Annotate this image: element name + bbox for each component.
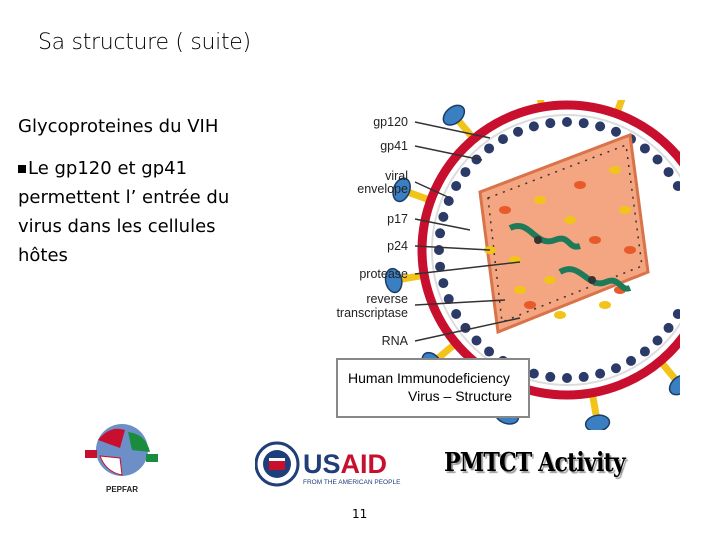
membrane-bead (528, 121, 539, 132)
p24-dot (544, 276, 556, 284)
p24-dot (554, 311, 566, 319)
label-p24: p24 (387, 239, 408, 253)
membrane-bead (484, 143, 495, 154)
membrane-bead (595, 121, 606, 132)
gp120-head (392, 177, 411, 203)
label-rna: RNA (382, 334, 409, 348)
membrane-bead (471, 335, 482, 346)
gp41-stem (536, 100, 545, 105)
membrane-bead (626, 355, 636, 366)
usaid-wordmark: USAID (303, 449, 387, 479)
membrane-bead (435, 228, 446, 239)
membrane-bead (652, 154, 663, 165)
gp41-stem (436, 342, 456, 361)
membrane-bead (639, 143, 650, 154)
caption-line-2: Virus – Structure (408, 388, 513, 404)
membrane-bead (435, 261, 446, 272)
p24-dot (599, 301, 611, 309)
membrane-bead (595, 368, 606, 379)
membrane-bead (545, 371, 556, 382)
pmtct-title: PMTCT Activity (444, 448, 626, 478)
membrane-bead (443, 196, 454, 207)
slide-title: Sa structure ( suite) (38, 30, 251, 55)
label-transcriptase: transcriptase (336, 306, 408, 320)
p24-dot (619, 206, 631, 214)
gp41-stem (659, 361, 678, 381)
gp120-head (668, 374, 680, 396)
p24-dot (524, 301, 536, 309)
p24-dot (589, 236, 601, 244)
membrane-bead (652, 335, 663, 346)
p24-dot (534, 196, 546, 204)
membrane-bead (438, 211, 449, 222)
membrane-bead (672, 181, 680, 191)
gp41-stem (407, 189, 430, 203)
membrane-bead (663, 167, 674, 178)
membrane-bead (451, 181, 462, 191)
bullet-text-content: Le gp120 et gp41 permettent l’ entrée du… (18, 158, 230, 266)
label-reverse: reverse (366, 292, 408, 306)
virus-illustration (384, 100, 680, 430)
p24-dot (499, 206, 511, 214)
p24-dot (609, 166, 621, 174)
membrane-bead (513, 126, 524, 137)
membrane-bead (578, 118, 589, 129)
caption-line-1: Human Immunodeficiency (348, 370, 510, 386)
bullet-icon (18, 165, 26, 173)
label-gp41: gp41 (380, 139, 408, 153)
membrane-bead (562, 373, 572, 383)
membrane-bead (578, 371, 589, 382)
pepfar-text: PEPFAR (106, 485, 138, 494)
membrane-bead (438, 278, 449, 289)
label-gp120: gp120 (373, 115, 408, 129)
label-p17: p17 (387, 212, 408, 226)
gp41-stem (400, 272, 422, 283)
membrane-bead (498, 134, 508, 145)
membrane-bead (663, 322, 674, 333)
usaid-logo: USAID FROM THE AMERICAN PEOPLE (254, 440, 405, 493)
gp41-stem (589, 395, 600, 417)
membrane-bead (610, 363, 621, 374)
membrane-bead (672, 309, 680, 319)
membrane-bead (484, 346, 495, 357)
gp41-stem (614, 100, 626, 113)
label-viral: viral (385, 169, 408, 183)
membrane-bead (528, 368, 539, 379)
rna-strand-2 (558, 266, 632, 292)
hiv-structure-diagram: gp120 gp41 viral envelope p17 p24 protea… (336, 100, 680, 430)
slide-subtitle: Glycoproteines du VIH (18, 116, 219, 137)
membrane-bead (562, 117, 572, 127)
membrane-beads (434, 117, 680, 383)
membrane-bead (443, 293, 454, 304)
p24-dot (574, 181, 586, 189)
label-protease: protease (359, 267, 408, 281)
membrane-bead (610, 126, 621, 137)
membrane-bead (460, 167, 471, 178)
membrane-bead (451, 309, 462, 319)
membrane-bead (545, 118, 556, 129)
gp120-head (584, 414, 611, 430)
pepfar-logo: PEPFAR (85, 424, 158, 494)
diagram-caption: Human Immunodeficiency Virus – Structure (336, 358, 530, 418)
rna-strand-1 (508, 223, 581, 250)
p24-dot (564, 216, 576, 224)
membrane-bead (639, 346, 650, 357)
bullet-text: Le gp120 et gp41 permettent l’ entrée du… (18, 154, 268, 270)
pointer-lines (414, 121, 521, 342)
p24-dot (514, 286, 526, 294)
gp120-head (442, 104, 466, 126)
p24-dot (624, 246, 636, 254)
usaid-tagline: FROM THE AMERICAN PEOPLE (303, 479, 401, 486)
label-envelope: envelope (357, 182, 408, 196)
gp120-head (384, 267, 403, 294)
page-number: 11 (352, 507, 368, 521)
